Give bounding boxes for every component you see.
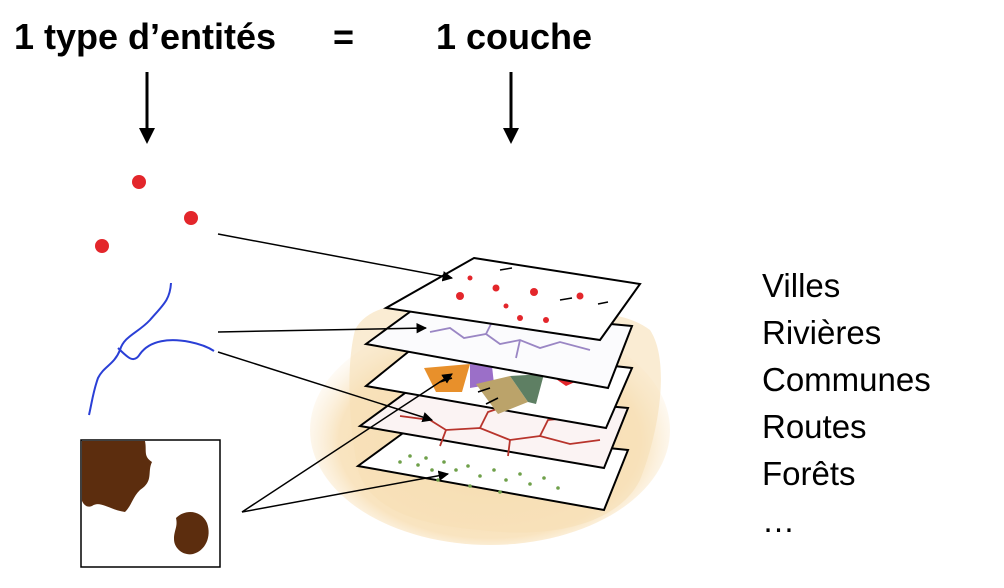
layer-name-rivers: Rivières xyxy=(762,314,882,351)
point-feature xyxy=(184,211,198,225)
layer-name-communes: Communes xyxy=(762,361,931,398)
point-features xyxy=(95,175,198,253)
polygon-features xyxy=(80,439,221,568)
arrow-river-to-rivers xyxy=(217,322,428,334)
line-features-river xyxy=(88,282,215,416)
arrow-points-to-cities xyxy=(217,233,454,282)
heading-entity-type: 1 type d’entités xyxy=(14,16,277,57)
layer-name-list: Villes Rivières Communes Routes Forêts … xyxy=(762,262,931,544)
arrow-river-to-roads xyxy=(217,351,434,423)
down-arrow-right xyxy=(503,72,519,144)
point-feature xyxy=(95,239,109,253)
connector-arrows xyxy=(217,233,454,513)
layer-name-roads: Routes xyxy=(762,408,867,445)
layer-name-ellipsis: … xyxy=(762,502,795,539)
down-arrow-left xyxy=(139,72,155,144)
layer-name-forests: Forêts xyxy=(762,455,856,492)
arrow-polygons-to-communes xyxy=(241,373,453,513)
heading-equals-sign: = xyxy=(333,16,355,57)
point-feature xyxy=(132,175,146,189)
heading-layer: 1 couche xyxy=(436,16,593,57)
layer-name-cities: Villes xyxy=(762,267,841,304)
arrow-polygons-to-forests xyxy=(241,470,450,513)
